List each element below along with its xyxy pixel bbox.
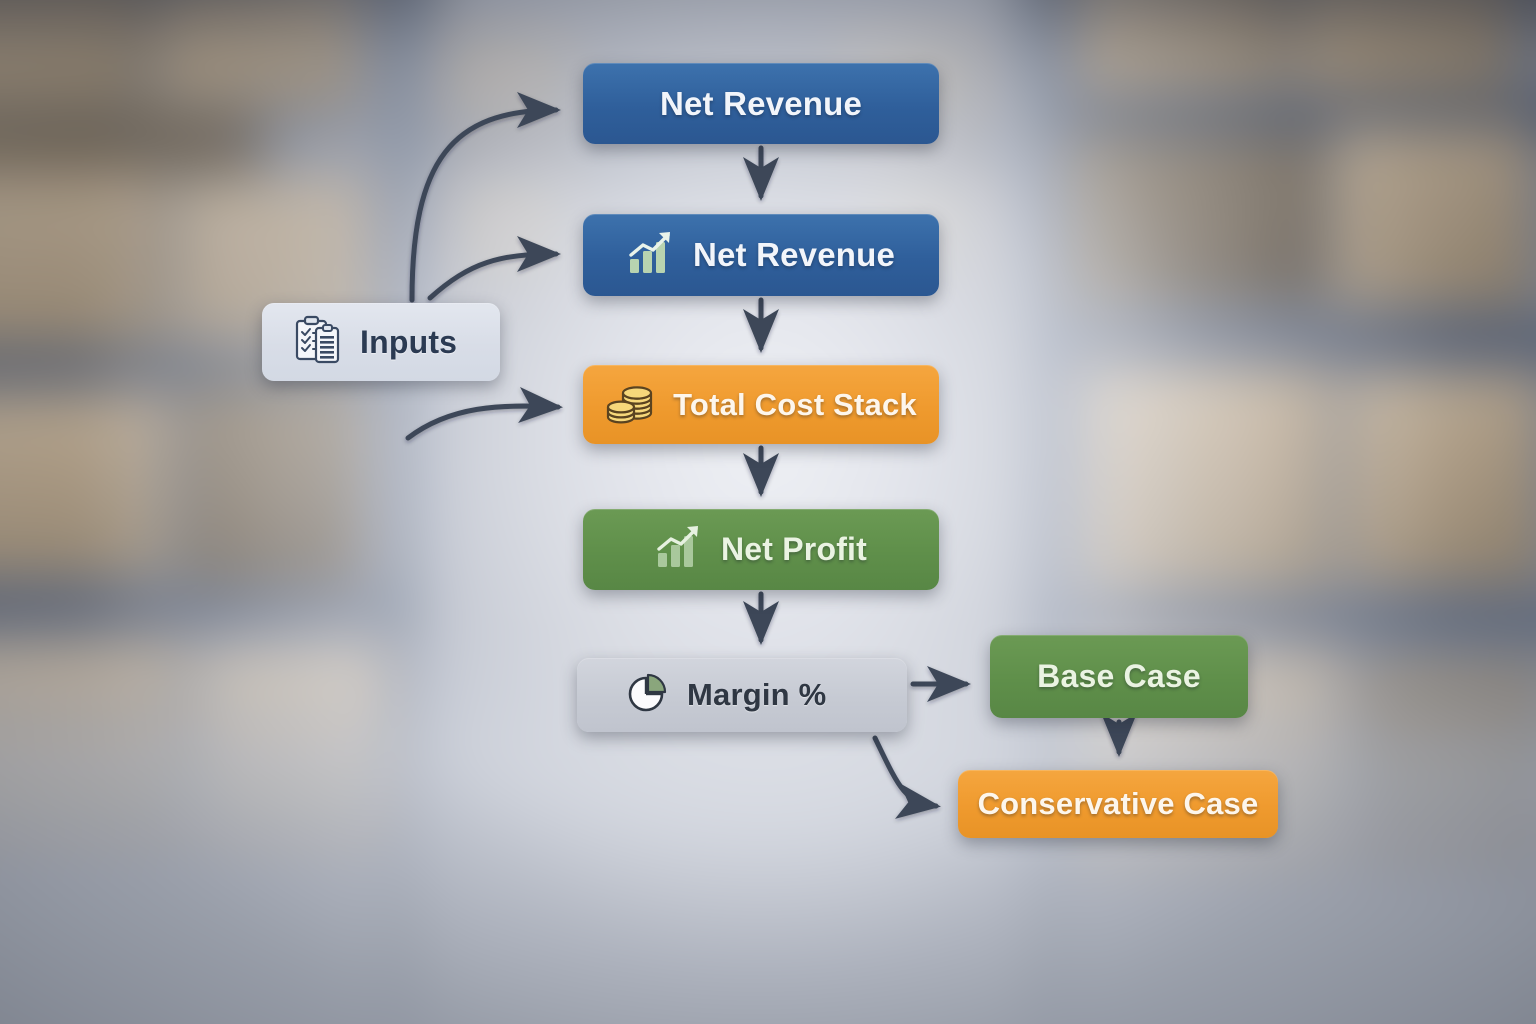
edge-inputs-to-net-revenue: [427, 236, 562, 301]
edge-margin-to-conservative: [872, 735, 941, 819]
node-label: Margin %: [687, 677, 827, 712]
growth-chart-icon: [627, 229, 677, 282]
node-base-case[interactable]: Base Case: [990, 635, 1248, 718]
node-inputs[interactable]: Inputs: [262, 303, 500, 381]
node-net-profit[interactable]: Net Profit: [583, 509, 939, 590]
node-label: Net Revenue: [692, 236, 896, 273]
edge-inputs-to-net-revenue-top: [409, 92, 562, 303]
node-total-cost-stack[interactable]: Total Cost Stack: [583, 365, 939, 444]
node-net-revenue[interactable]: Net Revenue: [583, 214, 939, 296]
node-label: Inputs: [360, 323, 458, 360]
node-net-revenue-top[interactable]: Net Revenue: [583, 63, 939, 144]
edge-inputs-to-total-cost: [405, 387, 563, 441]
node-margin-percent[interactable]: Margin %: [577, 658, 907, 732]
node-label: Net Profit: [721, 531, 867, 567]
node-label: Base Case: [1037, 658, 1201, 694]
pie-chart-icon: [625, 670, 671, 721]
node-conservative-case[interactable]: Conservative Case: [958, 770, 1278, 838]
coins-icon: [605, 378, 657, 431]
clipboard-icon: [292, 314, 344, 371]
growth-chart-icon: [655, 523, 705, 576]
node-label: Conservative Case: [977, 786, 1259, 821]
node-label: Total Cost Stack: [673, 386, 917, 422]
node-label: Net Revenue: [659, 84, 863, 122]
